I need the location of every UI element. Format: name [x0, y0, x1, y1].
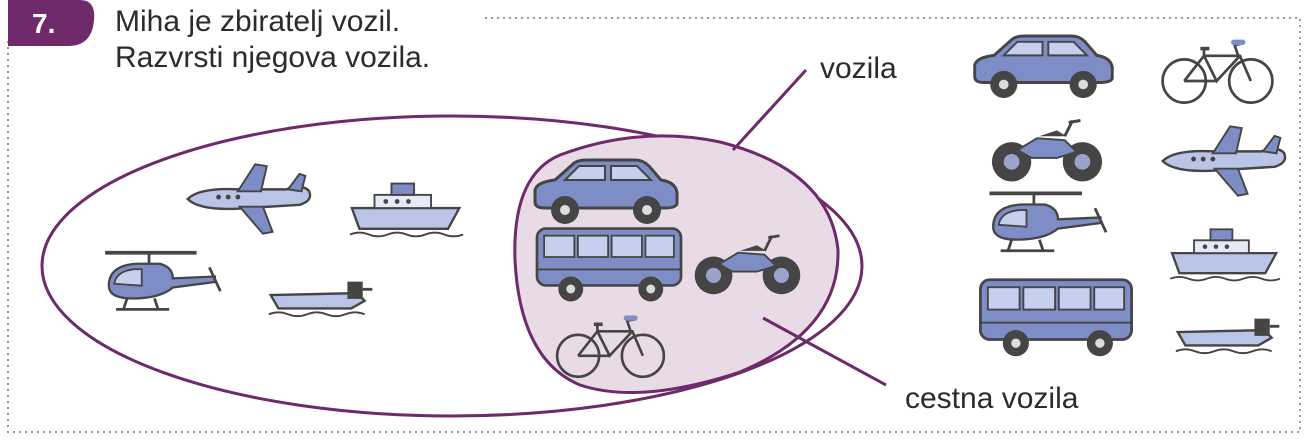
exercise-line-1: Miha je zbiratelj vozil.: [115, 5, 401, 38]
motorcycle-icon[interactable]: [988, 116, 1106, 186]
exercise-line-2: Razvrsti njegova vozila.: [115, 41, 431, 74]
inner-set-label: cestna vozila: [905, 382, 1079, 415]
helicopter-icon[interactable]: [980, 186, 1110, 260]
bus-icon[interactable]: [524, 225, 694, 305]
outer-set-label: vozila: [820, 52, 897, 85]
speedboat-icon[interactable]: [265, 272, 380, 320]
motorcycle-icon[interactable]: [690, 232, 805, 298]
helicopter-icon[interactable]: [96, 245, 224, 319]
airplane-icon[interactable]: [1155, 122, 1290, 200]
pointer-vozila: [731, 68, 808, 152]
airplane-icon[interactable]: [180, 160, 315, 238]
bicycle-icon[interactable]: [1155, 36, 1280, 108]
exercise-number: 7.: [32, 8, 55, 39]
car-icon[interactable]: [525, 152, 685, 232]
exercise-number-badge: 7.: [8, 0, 95, 46]
car-icon[interactable]: [965, 28, 1120, 106]
bus-icon[interactable]: [972, 276, 1140, 360]
ship-icon[interactable]: [345, 176, 470, 242]
pointer-cestna-vozila: [762, 316, 887, 387]
ship-icon[interactable]: [1165, 222, 1287, 286]
exercise-instructions: Miha je zbiratelj vozil. Razvrsti njegov…: [115, 4, 430, 76]
outer-set-vozila: [40, 114, 864, 418]
speedboat-icon[interactable]: [1172, 308, 1287, 358]
bicycle-icon[interactable]: [548, 312, 673, 382]
